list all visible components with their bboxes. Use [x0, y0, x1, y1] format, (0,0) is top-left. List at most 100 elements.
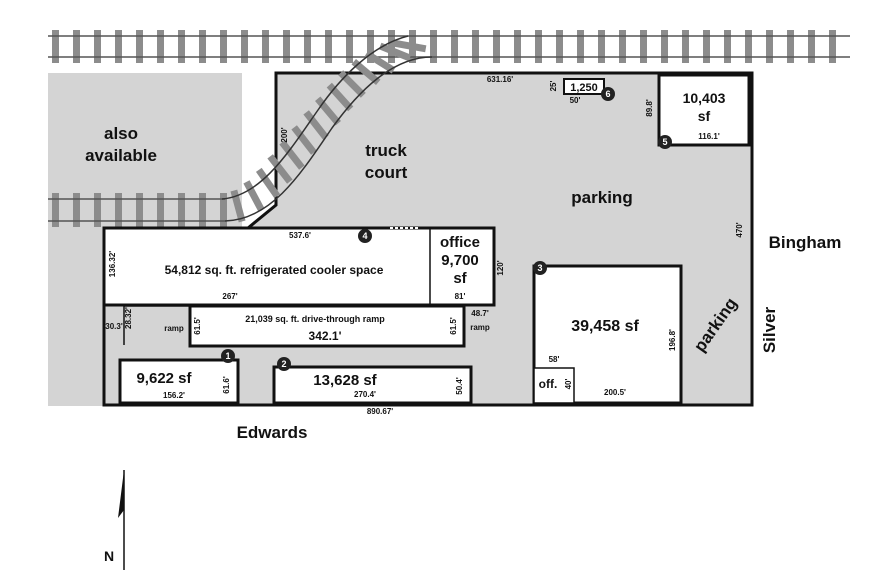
dim-left-strip-a: 30.3': [105, 322, 123, 331]
railroad-tie: [283, 30, 290, 63]
railroad-tie: [52, 193, 59, 227]
railroad-tie: [430, 30, 437, 63]
railroad-tie: [241, 30, 248, 63]
dim-b2-width: 270.4': [354, 390, 376, 399]
railroad-tie: [136, 30, 143, 63]
railroad-tie: [682, 30, 689, 63]
railroad-tie: [94, 30, 101, 63]
left-strip-parcel: [48, 229, 104, 406]
truck-court-label: truck: [365, 141, 407, 160]
railroad-tie: [703, 30, 710, 63]
railroad-tie: [178, 193, 185, 227]
marker-5: [658, 135, 672, 149]
marker-4-label: 4: [362, 231, 367, 241]
dim-ramp-offset: 48.7': [471, 309, 489, 318]
railroad-tie: [199, 30, 206, 63]
building-6-area: 1,250: [570, 82, 598, 94]
railroad-tie: [556, 30, 563, 63]
railroad-tie: [346, 30, 353, 63]
railroad-tie: [640, 30, 647, 63]
building-3-office: [533, 367, 575, 404]
railroad-tie: [493, 30, 500, 63]
ramp-area: 21,039 sq. ft. drive-through ramp: [245, 314, 385, 324]
building-1-area: 9,622 sf: [136, 370, 192, 387]
railroad-tie: [724, 30, 731, 63]
ramp-left-label: ramp: [164, 324, 184, 333]
railroad-tie: [577, 30, 584, 63]
marker-6: [601, 87, 615, 101]
railroad-tie: [94, 193, 101, 227]
railroad-tie: [829, 30, 836, 63]
dim-left-strip-b: 28.32': [124, 307, 133, 329]
also-available-label: available: [85, 146, 157, 165]
also-available-parcel: [48, 73, 242, 229]
rail-line: [224, 56, 433, 222]
ramp-right-label: ramp: [470, 323, 490, 332]
railroad-tie: [535, 30, 542, 63]
railroad-tie: [378, 42, 412, 62]
building-3: [532, 264, 683, 405]
building-4-office-label: sf: [453, 270, 467, 287]
railroad-tie: [199, 193, 206, 227]
railroad-tie: [157, 30, 164, 63]
building-4-office-label: 9,700: [441, 252, 479, 269]
railroad-tie: [115, 30, 122, 63]
building-6: [563, 78, 605, 95]
railroad-tie: [303, 110, 329, 140]
building-4-area: 54,812 sq. ft. refrigerated cooler space: [165, 263, 384, 277]
railroad-tie: [255, 167, 281, 199]
dim-b4-office-width: 81': [455, 292, 466, 301]
marker-3: [533, 261, 547, 275]
street-bingham: Bingham: [769, 233, 842, 252]
street-edwards: Edwards: [237, 423, 308, 442]
building-2: [272, 365, 473, 405]
marker-5-label: 5: [662, 137, 667, 147]
railroad-tie: [230, 189, 246, 223]
railroad-tie: [73, 193, 80, 227]
building-4-office-label: office: [440, 234, 480, 251]
dim-b1-height: 61.6': [222, 376, 231, 394]
railroad-spur-track: [52, 193, 227, 227]
ramp-length: 342.1': [309, 329, 342, 343]
building-1: [118, 358, 240, 405]
dim-site-east: 470': [735, 222, 744, 237]
north-arrow-icon: [118, 470, 124, 518]
railroad-tie: [52, 30, 59, 63]
marker-4: [358, 229, 372, 243]
dim-b3-office-h: 40': [564, 379, 573, 390]
building-5-area: 10,403: [683, 90, 726, 106]
building-3-area: 39,458 sf: [571, 318, 639, 335]
building-5-area: sf: [698, 108, 711, 124]
railroad-track-top: [52, 30, 836, 63]
marker-1: [221, 349, 235, 363]
building-5: [657, 73, 751, 147]
railroad-tie: [279, 140, 305, 170]
marker-2-label: 2: [281, 359, 286, 369]
railroad-curve-track: [230, 39, 427, 223]
dim-b1-width: 156.2': [163, 391, 185, 400]
railroad-tie: [220, 30, 227, 63]
street-silver: Silver: [760, 306, 779, 353]
railroad-tie: [388, 30, 395, 63]
dim-b5-width: 116.1': [698, 132, 720, 141]
railroad-tie: [220, 193, 227, 227]
dim-b4-bottom: 267': [222, 292, 237, 301]
dim-b3-office-w: 58': [549, 355, 560, 364]
railroad-tie: [262, 30, 269, 63]
dim-site-top: 631.16': [487, 75, 513, 84]
railroad-tie: [351, 59, 381, 85]
railroad-tie: [291, 125, 317, 155]
marker-6-label: 6: [605, 89, 610, 99]
rail-line: [221, 35, 409, 200]
railroad-tie: [451, 30, 458, 63]
railroad-tie: [472, 30, 479, 63]
railroad-tie: [367, 30, 374, 63]
dim-b6-height: 25': [549, 81, 558, 92]
railroad-tie: [178, 30, 185, 63]
railroad-tie: [745, 30, 752, 63]
railroad-tie: [115, 193, 122, 227]
dim-site-bottom: 890.67': [367, 407, 393, 416]
building-4: [102, 226, 496, 307]
building-3-office-label: off.: [539, 377, 558, 391]
